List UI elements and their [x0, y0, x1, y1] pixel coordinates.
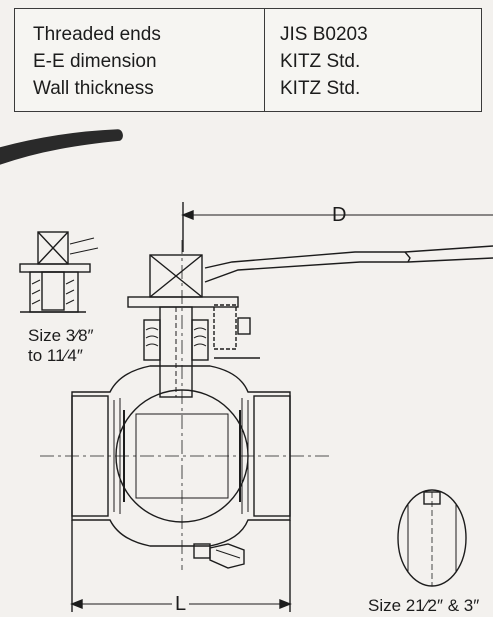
spec-row-threaded-ends: Threaded ends JIS B0203 [15, 21, 481, 49]
dimension-l-label: L [172, 594, 190, 614]
inset-large-ball-detail [397, 489, 467, 587]
lever-handle [204, 245, 493, 283]
spec-row-ee-dimension: E-E dimension KITZ Std. [15, 48, 481, 76]
handle-grip-sleeve [0, 129, 123, 165]
inset-small-stem-detail [19, 231, 99, 313]
gland-right [191, 319, 209, 361]
dimension-d-label: D [332, 204, 347, 226]
spec-label: E-E dimension [33, 51, 157, 72]
dimension-l-arrow-left [70, 598, 83, 610]
table-column-divider [264, 9, 265, 111]
spec-value: JIS B0203 [280, 24, 368, 45]
valve-body [71, 365, 291, 547]
inset-large-caption: Size 21⁄2″ & 3″ [368, 596, 480, 615]
spec-table: Threaded ends JIS B0203 E-E dimension KI… [14, 8, 482, 112]
spec-label: Threaded ends [33, 24, 161, 45]
inset-small-caption-line1: Size 3⁄8″ [28, 326, 94, 345]
inset-small-caption-line2: to 11⁄4″ [28, 346, 83, 365]
lever-handle-end [404, 251, 411, 263]
dimension-l-arrow-right [279, 598, 292, 610]
stopper-bolt [213, 304, 237, 350]
spec-value: KITZ Std. [280, 51, 361, 72]
dimension-d-arrow [181, 209, 194, 221]
gland-left [143, 319, 161, 361]
spec-value: KITZ Std. [280, 78, 361, 99]
spec-label: Wall thickness [33, 78, 154, 99]
spec-row-wall-thickness: Wall thickness KITZ Std. [15, 75, 481, 103]
